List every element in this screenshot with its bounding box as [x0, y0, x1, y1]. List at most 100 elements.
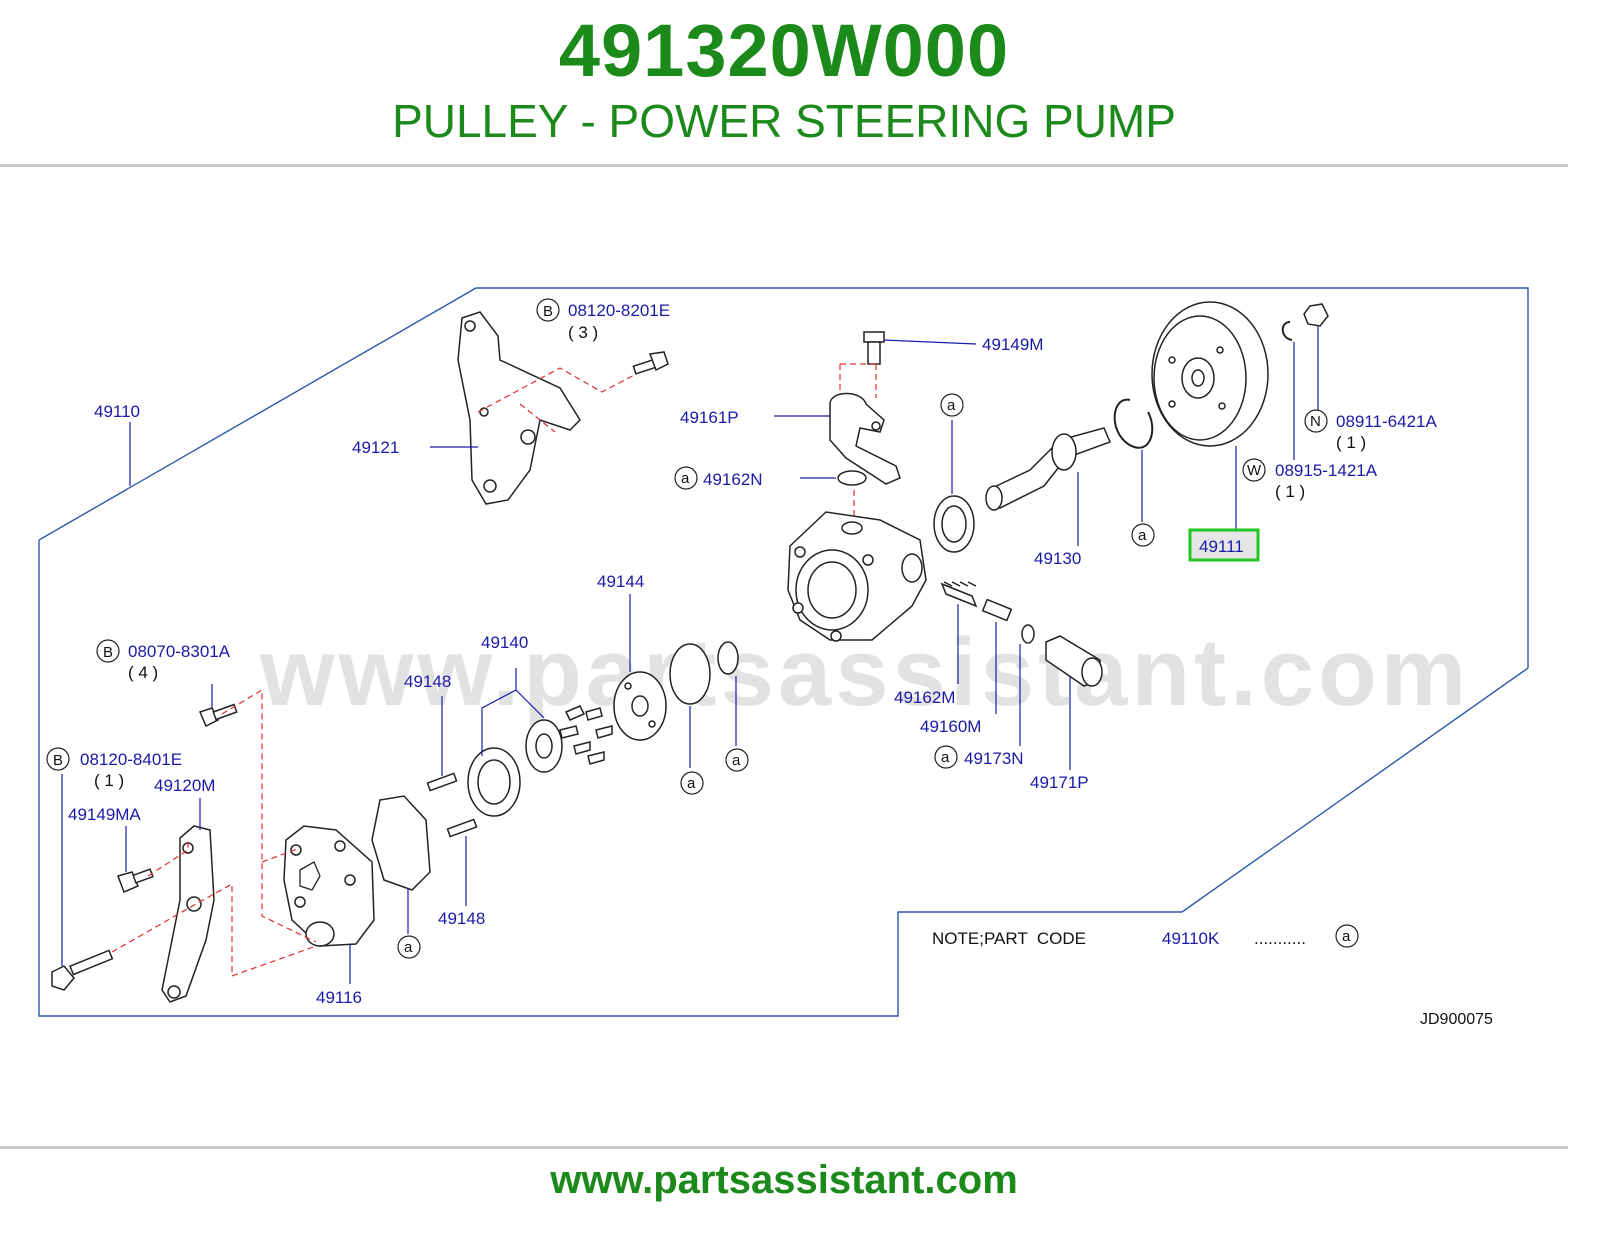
label-49161P: 49161P: [680, 408, 739, 427]
label-49148-lower: 49148: [438, 909, 485, 928]
marker-a-note: a: [1342, 928, 1351, 945]
qty-1-bolt: ( 1 ): [94, 771, 124, 790]
marker-a-oring1: a: [687, 775, 696, 792]
pin-49148-lower: [446, 818, 478, 838]
label-49171P: 49171P: [1030, 773, 1089, 792]
marker-n: N: [1310, 413, 1321, 430]
dash-49149M: [839, 363, 877, 398]
dash-49149MA: [147, 838, 189, 877]
footer-url-link[interactable]: www.partsassistant.com: [550, 1158, 1018, 1202]
suction-pipe-49161P: [829, 392, 901, 485]
spring-49162M: [940, 582, 978, 608]
footer-divider: [0, 1146, 1568, 1149]
label-49160M: 49160M: [920, 717, 981, 736]
page-header: 491320W000 PULLEY - POWER STEERING PUMP: [0, 0, 1568, 166]
valve-49160M: [981, 598, 1013, 622]
dash-08070-b: [261, 847, 301, 863]
bracket-49120M: [161, 825, 215, 1003]
qty-1-nut: ( 1 ): [1336, 433, 1366, 452]
marker-b-circle-1: [536, 298, 560, 322]
label-49116: 49116: [316, 988, 362, 1007]
part-name-subtitle: PULLEY - POWER STEERING PUMP: [392, 95, 1176, 147]
marker-a-oring2: a: [732, 752, 741, 769]
o-ring-49162N: [837, 470, 867, 486]
bolt-08120-8201E: [632, 351, 669, 375]
label-49130: 49130: [1034, 549, 1081, 568]
dash-08070-a: [221, 688, 317, 943]
marker-b-circle-2: [96, 639, 120, 663]
leader-49140-b: [515, 689, 545, 719]
part-number-title: 491320W000: [558, 9, 1010, 92]
label-49149MA: 49149MA: [68, 805, 141, 824]
marker-a-seal: a: [947, 397, 956, 414]
marker-w-circle: [1242, 458, 1266, 482]
label-49144: 49144: [597, 572, 644, 591]
washer-08915-1421A: [1281, 321, 1293, 341]
marker-b-2: B: [103, 644, 113, 661]
marker-a-49173N: a: [941, 749, 950, 766]
label-08120-8201E: 08120-8201E: [568, 301, 670, 320]
label-49110: 49110: [94, 402, 140, 421]
label-49162N: 49162N: [703, 470, 763, 489]
label-49149M: 49149M: [982, 335, 1043, 354]
bracket-49121: [457, 311, 641, 505]
bolt-08070-8301A: [198, 703, 238, 728]
o-ring-large: [669, 643, 711, 705]
marker-a-circle-seal: [940, 393, 964, 417]
marker-a-snap: a: [1138, 527, 1147, 544]
bolt-49149MA: [117, 868, 154, 893]
marker-a-gasket: a: [404, 939, 413, 956]
marker-a-circle-snap: [1131, 523, 1155, 547]
marker-a-circle-oring2: [725, 748, 749, 772]
label-49140: 49140: [481, 633, 528, 652]
marker-b-1: B: [543, 303, 553, 320]
label-49111[interactable]: 49111: [1199, 537, 1244, 556]
marker-a-49162N: a: [681, 470, 690, 487]
pin-49148-upper: [426, 772, 458, 792]
leader-49140: [481, 668, 517, 756]
qty-1-washer: ( 1 ): [1275, 482, 1305, 501]
o-ring-small: [717, 641, 739, 675]
shaft-49130: [985, 427, 1112, 511]
connector-49171P: [1045, 635, 1103, 687]
dash-08120-8401E: [111, 882, 317, 977]
rear-cover-49116: [283, 825, 375, 947]
label-49120M: 49120M: [154, 776, 215, 795]
rotor: [525, 719, 563, 773]
label-08120-8401E: 08120-8401E: [80, 750, 182, 769]
note-dots: ...........: [1254, 929, 1306, 948]
note-text: NOTE;PART CODE: [932, 929, 1086, 948]
nut-08911-6421A: [1303, 303, 1329, 327]
side-plate-49144: [613, 671, 667, 741]
marker-a-circle-oring1: [680, 771, 704, 795]
marker-n-circle: [1304, 409, 1328, 433]
marker-b-3: B: [53, 752, 63, 769]
bolt-08120-8401E: [51, 949, 114, 991]
marker-b-circle-3: [46, 747, 70, 771]
o-ring-49173N: [1021, 624, 1035, 644]
bolt-49149M: [863, 331, 885, 365]
leader-49149M: [883, 339, 977, 345]
gasket: [371, 795, 431, 891]
qty-3: ( 3 ): [568, 323, 598, 342]
header-divider: [0, 164, 1568, 167]
label-49173N: 49173N: [964, 749, 1024, 768]
cam-ring-49140: [467, 747, 521, 817]
label-08915-1421A: 08915-1421A: [1275, 461, 1378, 480]
marker-a-circle-note: [1335, 924, 1359, 948]
oil-seal: [933, 495, 975, 553]
note-code: 49110K: [1162, 929, 1220, 948]
label-49121: 49121: [352, 438, 399, 457]
label-08070-8301A: 08070-8301A: [128, 642, 231, 661]
marker-w: W: [1247, 462, 1262, 479]
label-49162M: 49162M: [894, 688, 955, 707]
drawing-id: JD900075: [1420, 1011, 1493, 1028]
pump-body: [787, 511, 927, 642]
marker-a-circle-49173N: [934, 745, 958, 769]
marker-a-circle-49162N: [674, 466, 698, 490]
pulley-49111: [1151, 301, 1269, 447]
diagram-frame: [38, 287, 1529, 1017]
label-49148-upper: 49148: [404, 672, 451, 691]
label-08911-6421A: 08911-6421A: [1336, 412, 1437, 431]
